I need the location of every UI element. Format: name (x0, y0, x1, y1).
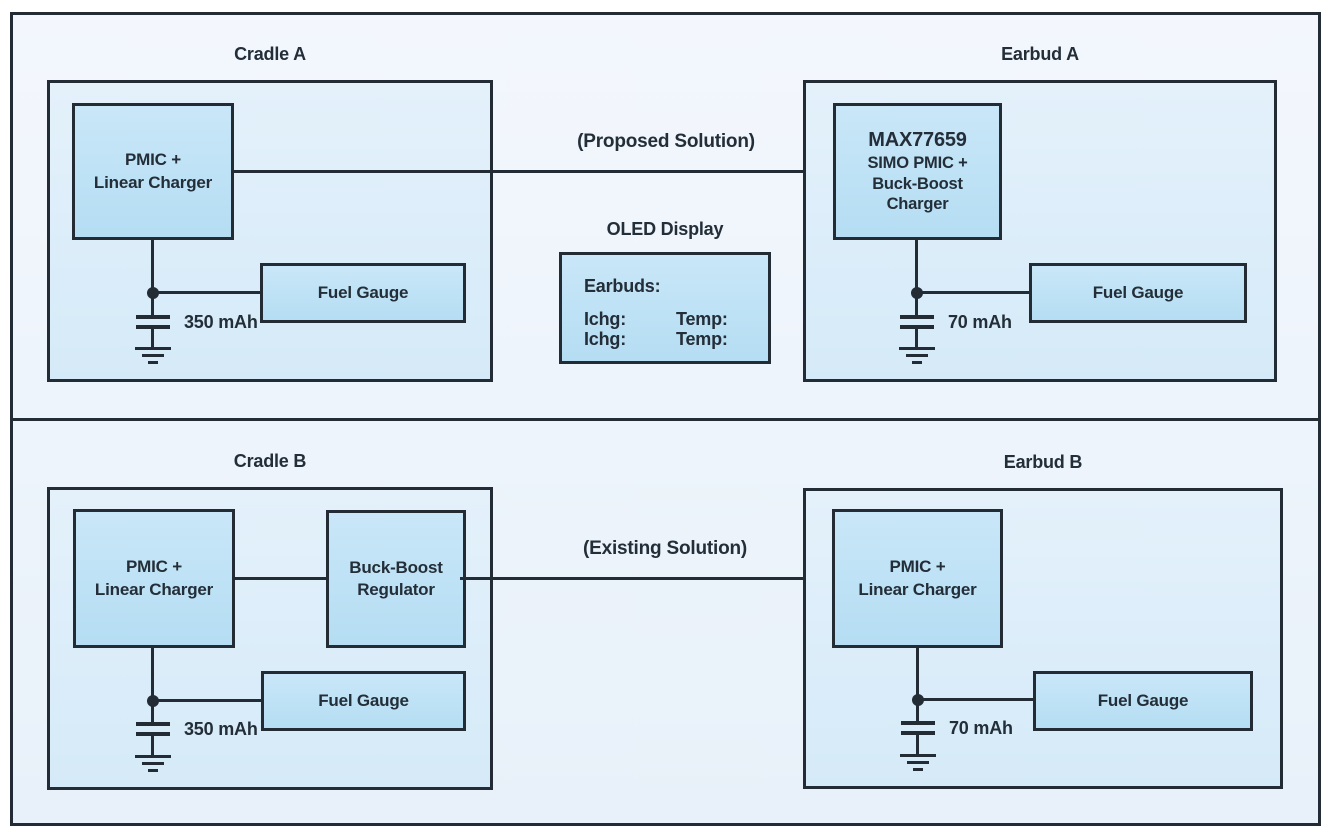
cradle-b-fuel-gauge-block: Fuel Gauge (261, 671, 466, 731)
cradle-a-title: Cradle A (234, 44, 306, 64)
cradle-a-battery-label: 350 mAh (184, 312, 258, 332)
ground-icon (899, 347, 935, 350)
chip-desc-line2: Buck-Boost (872, 174, 963, 193)
pmic-label-line1: PMIC + (125, 150, 181, 170)
earbud-b-title: Earbud B (1003, 452, 1083, 472)
fuel-gauge-label: Fuel Gauge (1097, 690, 1189, 710)
wire (151, 736, 154, 755)
oled-ichg-2: Ichg: (584, 329, 626, 349)
cradle-b-battery-label: 350 mAh (184, 719, 258, 739)
pmic-label-line2: Linear Charger (858, 579, 977, 599)
oled-heading: Earbuds: (584, 276, 661, 296)
battery-icon (136, 732, 170, 736)
wire (151, 648, 154, 722)
battery-icon (136, 325, 170, 329)
cradle-b-title: Cradle B (233, 451, 307, 471)
pmic-label-line2: Linear Charger (94, 579, 214, 599)
wire (915, 240, 918, 315)
ground-icon (142, 762, 164, 765)
proposed-solution-label: (Proposed Solution) (577, 131, 755, 152)
oled-ichg-1: Ichg: (584, 309, 626, 329)
existing-solution-label: (Existing Solution) (582, 538, 748, 559)
earbud-a-fuel-gauge-block: Fuel Gauge (1029, 263, 1247, 323)
wire (918, 698, 1033, 701)
battery-icon (136, 722, 170, 726)
earbud-a-title: Earbud A (1001, 44, 1079, 64)
ground-icon (148, 361, 158, 364)
earbud-b-pmic-block: PMIC + Linear Charger (832, 509, 1003, 648)
ground-icon (912, 361, 922, 364)
ground-icon (148, 769, 158, 772)
wire (153, 291, 260, 294)
ground-icon (900, 754, 936, 757)
battery-icon (901, 721, 935, 725)
earbud-a-max77659-block: MAX77659 SIMO PMIC + Buck-Boost Charger (833, 103, 1002, 240)
ground-icon (906, 354, 928, 357)
ground-icon (135, 347, 171, 350)
earbud-b-fuel-gauge-block: Fuel Gauge (1033, 671, 1253, 731)
battery-icon (136, 315, 170, 319)
earbud-b-battery-label: 70 mAh (949, 718, 1013, 738)
cradle-b-pmic-block: PMIC + Linear Charger (73, 509, 235, 648)
wire (153, 699, 261, 702)
wire (151, 329, 154, 347)
ground-icon (913, 768, 923, 771)
ground-icon (135, 755, 171, 758)
chip-desc-line3: Charger (886, 195, 949, 214)
fuel-gauge-label: Fuel Gauge (317, 282, 409, 302)
cradle-a-fuel-gauge-block: Fuel Gauge (260, 263, 466, 323)
oled-temp-2: Temp: (676, 329, 728, 349)
oled-display-box: Earbuds: Ichg: Temp: Ichg: Temp: (559, 252, 771, 364)
chip-name: MAX77659 (868, 129, 967, 152)
battery-icon (901, 731, 935, 735)
wire (916, 648, 919, 722)
ground-icon (142, 354, 164, 357)
wire (235, 577, 326, 580)
cradle-a-pmic-block: PMIC + Linear Charger (72, 103, 234, 240)
wire (915, 329, 918, 347)
oled-display-title: OLED Display (606, 219, 724, 239)
fuel-gauge-label: Fuel Gauge (318, 690, 409, 710)
battery-icon (900, 315, 934, 319)
wire (916, 735, 919, 754)
arrow-line (234, 170, 812, 173)
regulator-label-line2: Regulator (357, 580, 435, 599)
fuel-gauge-label: Fuel Gauge (1092, 282, 1184, 302)
oled-temp-1: Temp: (676, 309, 728, 329)
wire (917, 291, 1029, 294)
pmic-label-line2: Linear Charger (93, 172, 213, 192)
ground-icon (907, 761, 929, 764)
earbud-a-battery-label: 70 mAh (948, 312, 1012, 332)
pmic-label-line1: PMIC + (889, 557, 946, 577)
battery-icon (900, 325, 934, 329)
cradle-b-buck-boost-block: Buck-Boost Regulator (326, 510, 466, 648)
regulator-label-line1: Buck-Boost (349, 557, 443, 577)
pmic-label-line1: PMIC + (126, 557, 182, 577)
chip-desc-line1: SIMO PMIC + (867, 154, 968, 173)
arrow-line (460, 577, 812, 580)
section-divider (13, 418, 1318, 421)
wire (151, 240, 154, 315)
